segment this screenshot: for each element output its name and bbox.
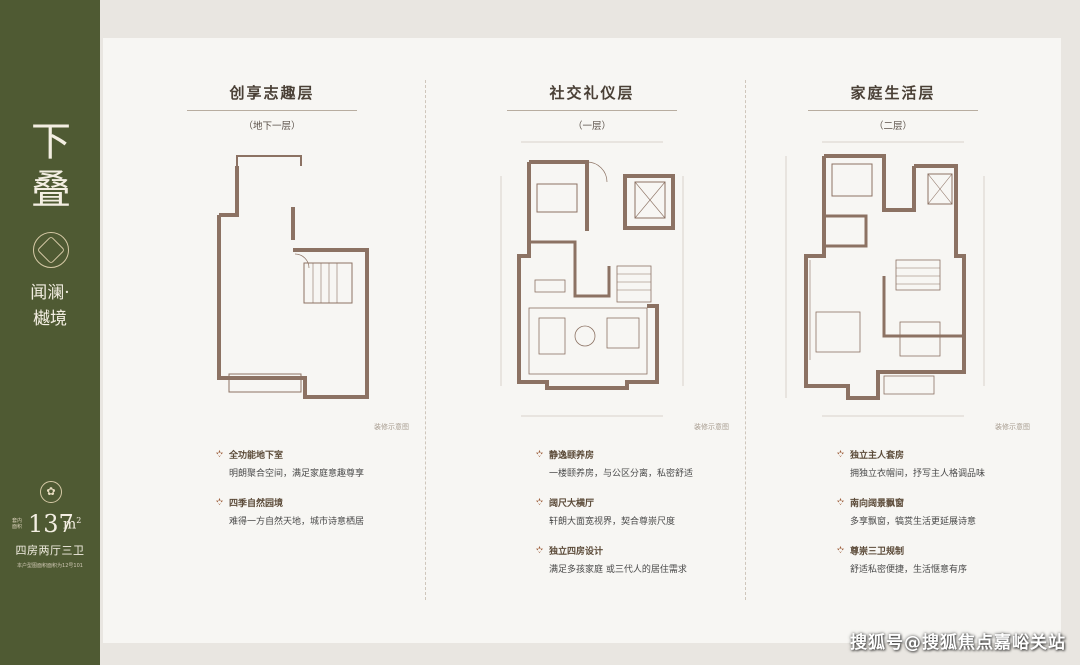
feature-desc: 一楼颐养房，与公区分离，私密舒适 (549, 469, 694, 479)
plan-note: 装修示意图 (374, 423, 409, 431)
sidebar: 下叠 闻澜·樾境 ✿ 套内面积 137 m2 四房两厅三卫 本户型图面积面积为1… (0, 0, 100, 665)
lotus-bullet-icon (215, 497, 224, 506)
feature-title: 独立主人套房 (850, 451, 905, 461)
brand-seal-icon (33, 232, 69, 268)
floor-column-ground: 社交礼仪层 （一层） (437, 38, 747, 643)
feature-desc: 舒适私密便捷，生活惬意有序 (850, 565, 968, 575)
feature-desc: 明朗聚合空间，满足家庭意趣尊享 (229, 469, 365, 479)
plan-note: 装修示意图 (694, 423, 729, 431)
feature-desc: 满足多孩家庭 或三代人的居住需求 (549, 565, 687, 575)
floor-plan-basement (217, 155, 369, 399)
feature-item: 阔尺大横厅 轩朗大面宽视界，契合尊崇尺度 (535, 496, 749, 527)
floor-plan-second (785, 141, 985, 417)
feature-title: 尊崇三卫规制 (850, 547, 905, 557)
feature-title: 南向阔景飘窗 (850, 499, 905, 509)
floor-plan-ground (500, 141, 684, 417)
area-prefix: 套内面积 (12, 518, 23, 530)
feature-desc: 多享飘窗，犒赏生活更延展诗意 (850, 517, 977, 527)
plan-note: 装修示意图 (995, 423, 1030, 431)
lotus-bullet-icon (215, 449, 224, 458)
title-rule (507, 110, 677, 111)
floor-column-second: 家庭生活层 （二层） 装修示 (738, 38, 1048, 643)
floor-column-basement: 创享志趣层 （地下一层） 装修示意图 全功能地下室 明朗聚合空间，满足家庭意趣尊… (117, 38, 427, 643)
feature-title: 全功能地下室 (229, 451, 284, 461)
feature-desc: 难得一方自然天地，城市诗意栖居 (229, 517, 365, 527)
feature-item: 独立四房设计 满足多孩家庭 或三代人的居住需求 (535, 544, 749, 575)
feature-item: 独立主人套房 拥独立衣帽间，抒写主人格调品味 (836, 448, 1050, 479)
column-divider (745, 80, 746, 600)
lotus-bullet-icon (535, 497, 544, 506)
feature-item: 静逸颐养房 一楼颐养房，与公区分离，私密舒适 (535, 448, 749, 479)
lotus-bullet-icon (535, 449, 544, 458)
lotus-bullet-icon (535, 545, 544, 554)
feature-title: 阔尺大横厅 (549, 499, 595, 509)
source-watermark: 搜狐号@搜狐焦点嘉峪关站 (850, 633, 1066, 653)
feature-desc: 轩朗大面宽视界，契合尊崇尺度 (549, 517, 676, 527)
feature-item: 南向阔景飘窗 多享飘窗，犒赏生活更延展诗意 (836, 496, 1050, 527)
floor-subtitle: （二层） (873, 121, 912, 132)
lotus-icon: ✿ (40, 481, 62, 503)
feature-item: 全功能地下室 明朗聚合空间，满足家庭意趣尊享 (215, 448, 429, 479)
feature-title: 独立四房设计 (549, 547, 604, 557)
area-unit: m2 (63, 516, 82, 533)
lotus-bullet-icon (836, 545, 845, 554)
floor-title: 社交礼仪层 (549, 84, 635, 102)
lotus-bullet-icon (836, 449, 845, 458)
floor-subtitle: （地下一层） (243, 121, 301, 132)
lotus-bullet-icon (836, 497, 845, 506)
area-value: 137 (28, 510, 74, 538)
floorplan-card: 创享志趣层 （地下一层） 装修示意图 全功能地下室 明朗聚合空间，满足家庭意趣尊… (103, 38, 1061, 643)
feature-title: 四季自然园境 (229, 499, 284, 509)
feature-title: 静逸颐养房 (549, 451, 595, 461)
sidebar-title: 下叠 (31, 119, 71, 213)
title-rule (187, 110, 357, 111)
project-name: 闻澜·樾境 (30, 283, 70, 329)
floor-subtitle: （一层） (572, 121, 611, 132)
feature-item: 四季自然园境 难得一方自然天地，城市诗意栖居 (215, 496, 429, 527)
feature-desc: 拥独立衣帽间，抒写主人格调品味 (850, 469, 986, 479)
layout-text: 四房两厅三卫 (15, 544, 85, 557)
title-rule (808, 110, 978, 111)
floor-title: 创享志趣层 (229, 84, 315, 102)
floor-title: 家庭生活层 (850, 84, 936, 102)
feature-item: 尊崇三卫规制 舒适私密便捷，生活惬意有序 (836, 544, 1050, 575)
column-divider (425, 80, 426, 600)
area-note: 本户型图面积面积为12号101 (17, 563, 83, 569)
